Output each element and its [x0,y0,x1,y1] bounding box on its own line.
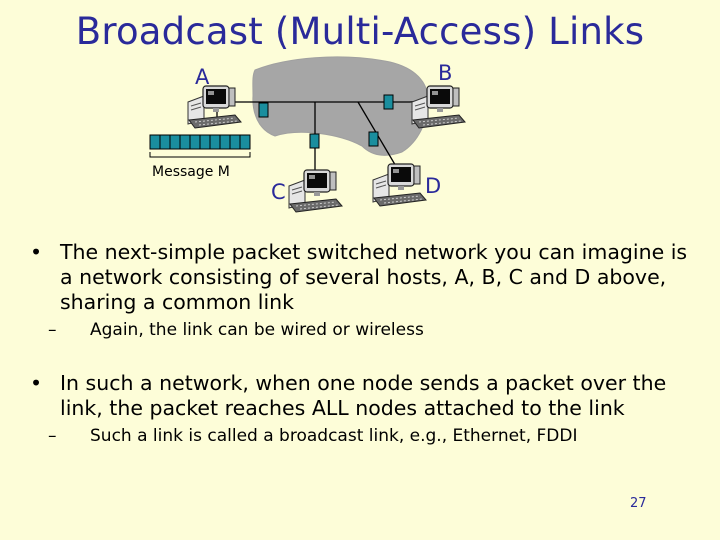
bullet-1: • The next-simple packet switched networ… [30,240,700,315]
tap-b [383,94,394,110]
shared-link-cloud [252,56,429,156]
sub-bullet-2-text: Such a link is called a broadcast link, … [90,426,578,446]
sub-bullet-2: – Such a link is called a broadcast link… [30,425,700,447]
page-number: 27 [630,496,647,511]
tap-a [258,102,269,118]
message-bracket [149,152,251,158]
bullet-marker: • [30,371,43,395]
host-c-computer-icon [288,169,343,213]
bullet-2: • In such a network, when one node sends… [30,371,700,421]
host-b-label: B [438,61,452,85]
host-d-label: D [425,174,441,198]
tap-c [309,133,320,149]
host-a-computer-icon [187,85,242,129]
bullet-list: • The next-simple packet switched networ… [30,240,700,447]
slide-title: Broadcast (Multi-Access) Links [75,10,645,53]
tap-d [368,131,379,147]
host-a-label: A [195,65,210,89]
sub-bullet-marker: – [48,320,57,340]
broadcast-network-diagram: A B C D Message M [149,56,466,213]
bullet-2-text: In such a network, when one node sends a… [60,371,667,420]
sub-bullet-marker: – [48,426,57,446]
bullet-marker: • [30,240,43,264]
bullet-1-text: The next-simple packet switched network … [60,240,688,314]
message-queue [149,134,251,150]
host-c-label: C [271,180,286,204]
host-d-computer-icon [372,163,427,207]
sub-bullet-1: – Again, the link can be wired or wirele… [30,319,700,341]
message-label: Message M [152,164,230,180]
sub-bullet-1-text: Again, the link can be wired or wireless [90,320,424,340]
